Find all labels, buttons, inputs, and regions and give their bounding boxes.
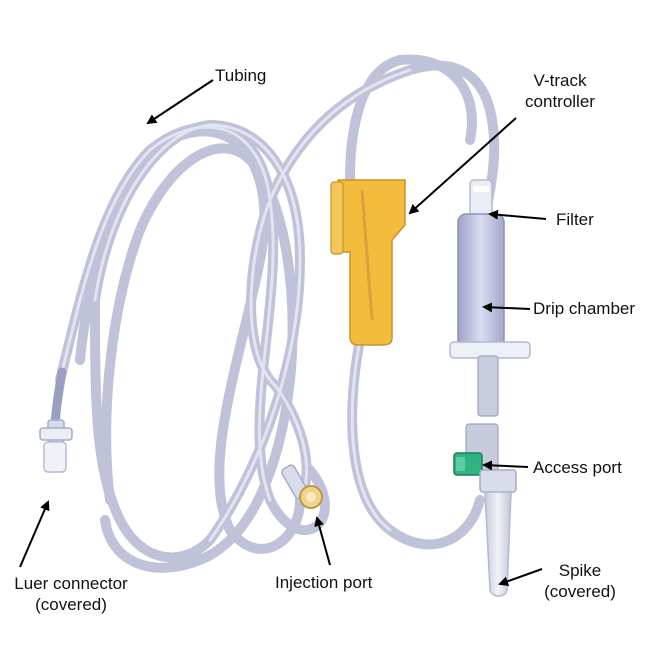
access-port-arrow	[482, 460, 529, 471]
label-luer-connector: Luer connector (covered)	[0, 573, 142, 615]
label-spike-line1: Spike	[558, 561, 602, 580]
spike-arrow	[498, 568, 543, 587]
filter-arrow	[488, 209, 547, 220]
luer-arrow	[19, 500, 50, 568]
luer-connector	[39, 419, 73, 473]
v-track-controller	[330, 179, 406, 346]
drip-chamber-arrow	[482, 302, 531, 313]
filter	[469, 179, 493, 219]
label-luer-line2: (covered)	[35, 595, 107, 614]
injection-port	[281, 464, 323, 509]
label-vtrack-line1: V-track	[533, 71, 587, 90]
access-port	[453, 423, 499, 476]
tubing-arrow	[146, 79, 214, 125]
drip-chamber	[449, 213, 531, 417]
label-spike-line2: (covered)	[544, 582, 616, 601]
label-vtrack-line2: controller	[525, 92, 595, 111]
spike	[479, 469, 517, 597]
callout-arrows	[19, 79, 547, 587]
injection-port-arrow	[314, 516, 331, 566]
label-spike: Spike (covered)	[530, 560, 630, 602]
tubing	[50, 54, 500, 573]
vtrack-arrow	[408, 117, 517, 215]
label-luer-line1: Luer connector	[14, 574, 128, 593]
label-filter: Filter	[556, 210, 594, 229]
label-vtrack-controller: V-track controller	[506, 70, 614, 112]
label-injection-port: Injection port	[275, 573, 373, 592]
label-tubing: Tubing	[215, 66, 267, 85]
label-access-port: Access port	[533, 458, 622, 477]
label-drip-chamber: Drip chamber	[533, 299, 636, 318]
